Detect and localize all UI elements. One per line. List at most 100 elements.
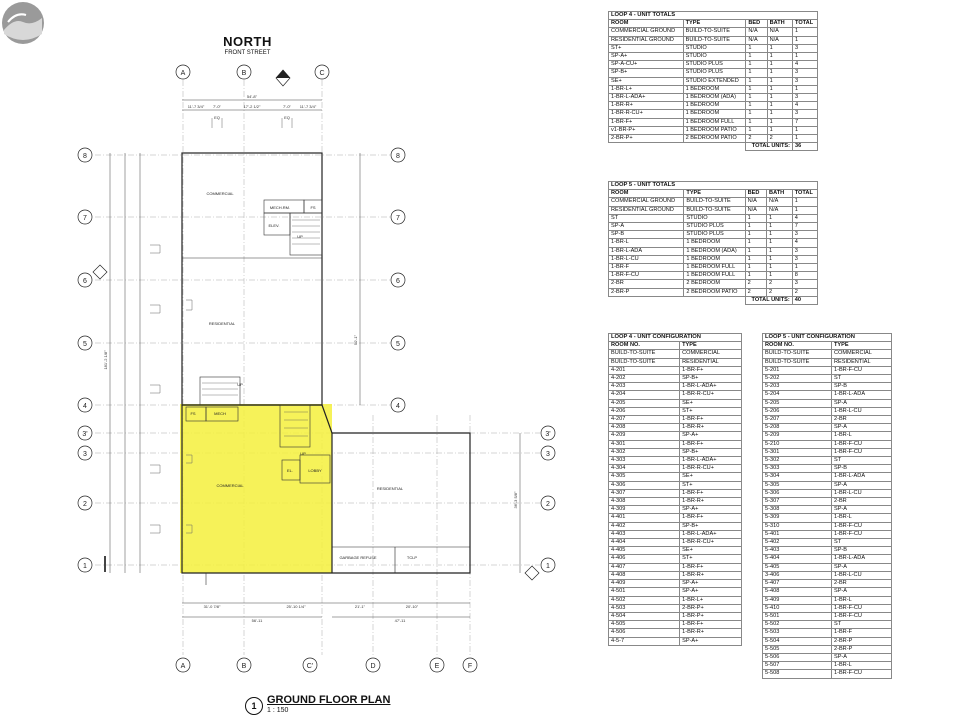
table-cell: 4-204	[607, 390, 681, 400]
table-cell: 5-409	[762, 595, 832, 605]
table-cell: 2-BR-P	[830, 636, 893, 646]
table-cell: 4-301	[607, 439, 681, 449]
table-cell: 1	[766, 117, 794, 127]
column-header: TYPE	[679, 341, 742, 351]
table-cell: SP-B+	[679, 447, 742, 458]
table-cell: 2 BEDROOM PATIO	[683, 287, 746, 297]
table-cell: v1-BR-P+	[608, 125, 684, 136]
table-cell: 1-BR-L-ADA	[830, 554, 893, 564]
table-cell: 3-406	[762, 570, 832, 581]
dim-right-b: 36'-3 5/8"	[513, 491, 518, 508]
table-cell: 1	[766, 125, 794, 136]
grid-bubble-left-5	[77, 335, 93, 351]
table-cell: SP-B+	[679, 374, 742, 384]
table-cell: 1	[766, 60, 794, 70]
table-cell: 4-405	[607, 546, 681, 556]
table-cell: 2	[791, 287, 819, 297]
table-cell: 1	[792, 84, 818, 95]
total-row: TOTAL UNITS:36	[609, 142, 818, 152]
interior-walls	[182, 199, 331, 585]
table-cell: 5-206	[762, 406, 832, 417]
table-cell: 5-501	[762, 611, 832, 622]
table-cell: SP-A-CU+	[608, 60, 684, 70]
table-cell: ST+	[679, 406, 742, 417]
dimension-lines	[104, 99, 521, 618]
grid-bubble-right-2	[540, 495, 556, 511]
table-cell: 5-302	[762, 456, 832, 466]
table-cell: 1 BEDROOM FULL	[683, 271, 746, 281]
table-cell: 1-BR-L-ADA+	[679, 529, 742, 540]
table-cell: 3	[791, 254, 819, 265]
grid-bubble-left-6	[77, 272, 93, 288]
table-cell: SE+	[608, 76, 684, 86]
table-cell: 3	[791, 279, 819, 289]
table-cell: 1	[766, 230, 793, 240]
table-cell: 4-304	[607, 464, 681, 474]
table-cell: 4-207	[607, 415, 681, 425]
column-header: TOTAL	[792, 19, 818, 29]
table-cell: 1	[766, 271, 793, 281]
table-cell: 1 BEDROOM	[682, 84, 747, 95]
table-caption: LOOP 4 - UNIT CONFIGURATION	[608, 332, 742, 343]
dim-top-part-1: 11'-7 3/4"	[188, 104, 205, 109]
table-cell: 4-306	[607, 480, 681, 490]
room-commercial-north: COMMERCIAL	[206, 191, 234, 196]
grid-bubble-bottom-2	[236, 657, 252, 673]
table-cell: 1	[791, 197, 819, 207]
table-cell: 1	[745, 68, 768, 78]
grid-label-right-5: 5	[396, 341, 400, 348]
table-cell: 7	[791, 222, 819, 232]
table-cell: 2	[744, 287, 768, 297]
table-cell: N/A	[745, 27, 768, 37]
table-cell: 5-502	[762, 620, 832, 630]
table-cell: 1	[766, 263, 793, 273]
room-fs-north: FS	[310, 205, 315, 210]
column-header: TOTAL	[791, 189, 819, 199]
table-cell: COMMERCIAL GROUND	[607, 197, 685, 207]
table-cell: 2-BR-P	[607, 287, 685, 297]
table-cell: 1	[792, 27, 818, 37]
room-mech-south: MECH	[214, 411, 226, 416]
table-cell: 2-BR-P+	[608, 134, 684, 144]
table-cell: ST	[830, 456, 893, 466]
total-units-value: 40	[791, 295, 819, 306]
table-cell: 1	[792, 35, 818, 45]
table-cell: 1 BEDROOM FULL	[682, 117, 747, 127]
table-cell: STUDIO	[682, 43, 747, 54]
grid-label-bottom-b: B	[242, 663, 247, 670]
table-cell: 1	[766, 254, 793, 265]
dim-eq-1: EQ	[214, 115, 220, 120]
table-cell: 1-BR-F-CU	[830, 603, 893, 613]
table-cell: 5-204	[762, 390, 832, 400]
grid-label-left-7: 7	[83, 215, 87, 222]
grid-bubbles	[77, 64, 556, 673]
table-cell: SP-A	[830, 587, 893, 597]
table-cell: 2-BR	[607, 279, 685, 289]
north-label: NORTH	[223, 34, 272, 49]
table-cell: 4	[791, 238, 819, 248]
table-cell: COMMERCIAL	[679, 349, 742, 359]
grid-label-right-3p: 3'	[545, 431, 550, 438]
table-cell: 5-210	[762, 439, 832, 449]
table-cell: 1	[745, 60, 768, 70]
table-cell: 1-BR-F	[607, 263, 685, 273]
